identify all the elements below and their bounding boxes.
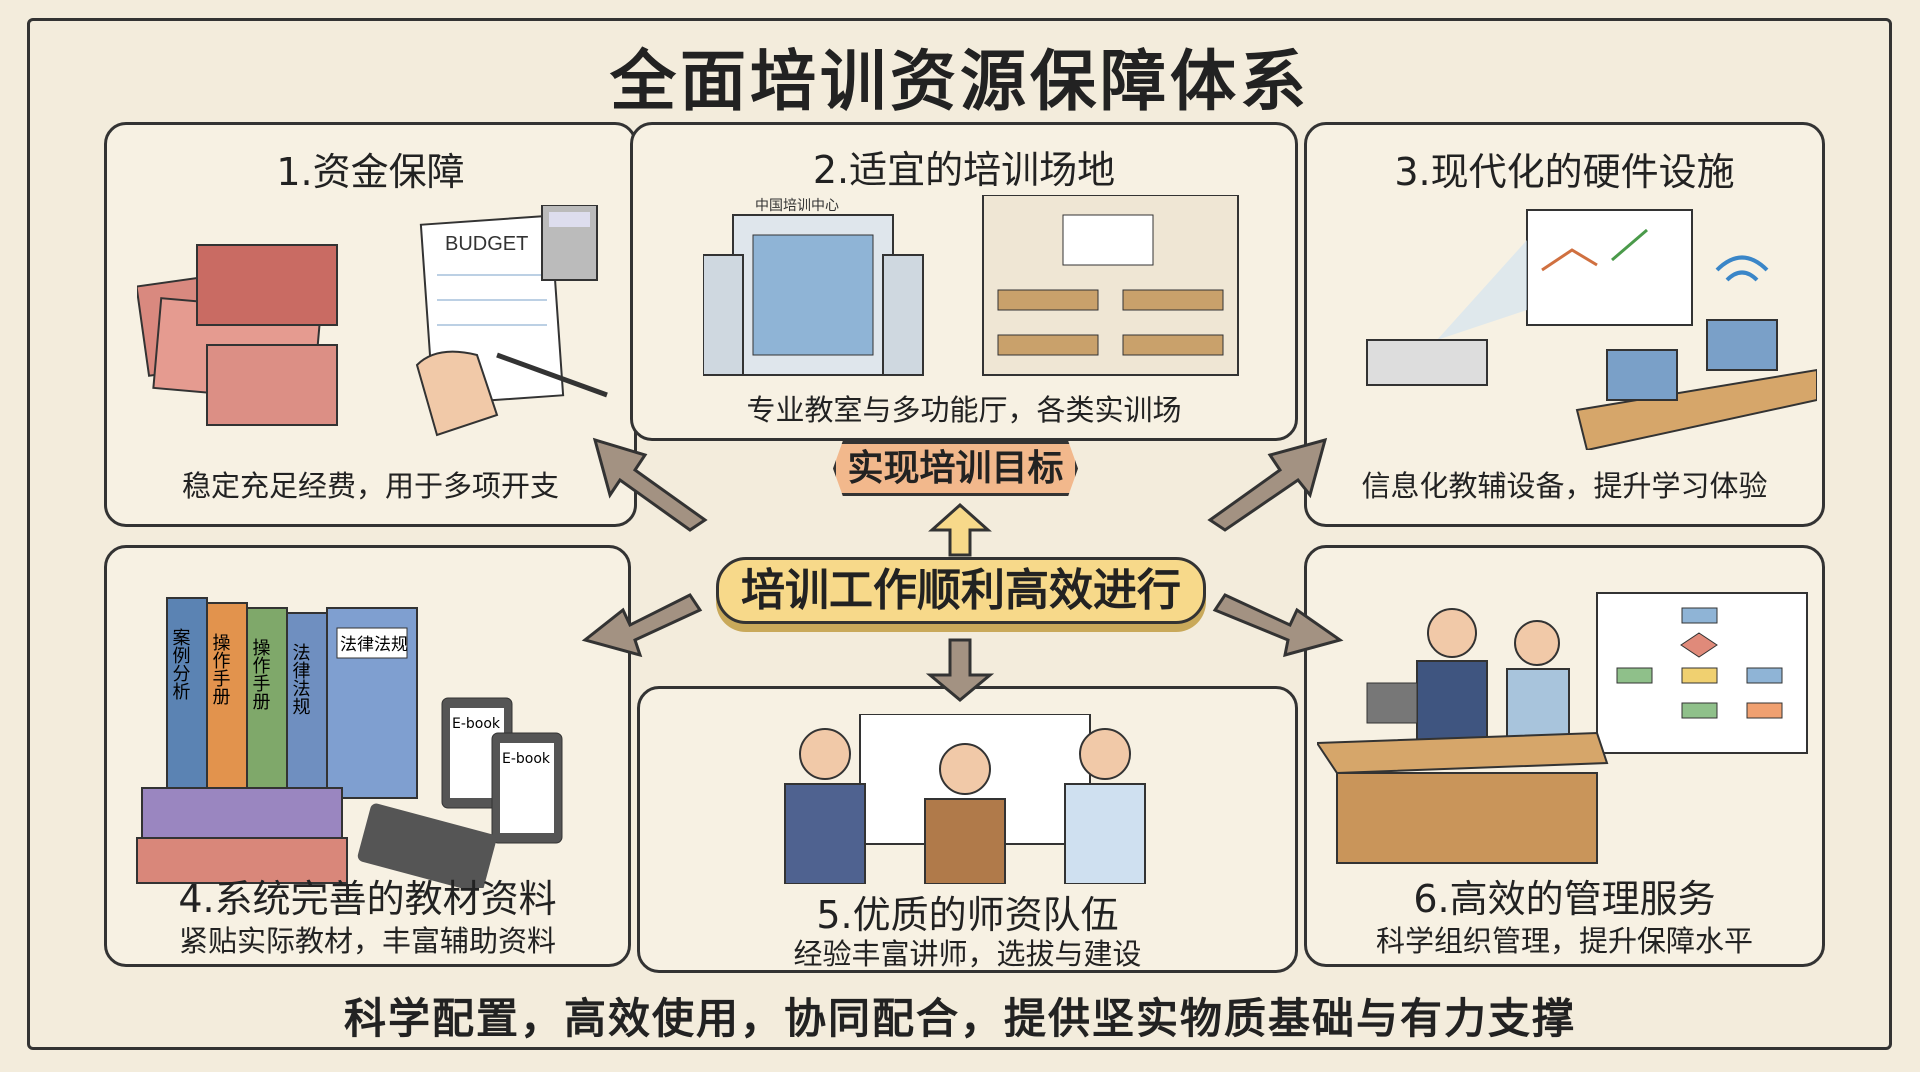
arrow-to-hardware	[1207, 437, 1328, 532]
panel-management: 6.高效的管理服务 科学组织管理，提升保障水平	[1304, 545, 1825, 967]
svg-text:法律法规: 法律法规	[290, 643, 311, 715]
projection-screen-icon	[1526, 209, 1693, 326]
outer-frame	[27, 18, 1892, 1050]
arrow-down	[925, 638, 995, 702]
panel-desc: 信息化教辅设备，提升学习体验	[1361, 469, 1768, 503]
svg-text:操作手册: 操作手册	[210, 633, 231, 705]
panel-desc: 科学组织管理，提升保障水平	[1375, 924, 1753, 958]
desk	[1575, 368, 1817, 450]
classroom-icon	[982, 195, 1239, 376]
arrow-to-materials	[581, 593, 703, 658]
teacher-icon	[784, 728, 866, 884]
arrow-to-funding	[592, 437, 708, 532]
pen-icon	[496, 352, 608, 398]
laptop-icon	[1606, 349, 1678, 401]
svg-text:中国培训中心: 中国培训中心	[755, 198, 839, 214]
laptop-icon	[1706, 319, 1778, 371]
staff-icon	[1416, 608, 1488, 742]
ebook-reader-icon	[357, 803, 497, 888]
projector-icon	[1366, 339, 1488, 386]
panel-title: 2.适宜的培训场地	[812, 148, 1116, 192]
books-illustration: 案例分析 操作手册 操作手册 法律法规 法律法规 E-book E-book	[136, 597, 563, 888]
svg-text:E-book: E-book	[502, 751, 551, 767]
svg-text:BUDGET: BUDGET	[445, 233, 528, 255]
book-icon	[286, 612, 328, 799]
monitor-icon	[1366, 682, 1418, 724]
panel-title: 4.系统完善的教材资料	[178, 877, 557, 921]
panel-desc: 稳定充足经费，用于多项开支	[181, 469, 559, 503]
panel-desc: 专业教室与多功能厅，各类实训场	[746, 393, 1182, 427]
footer-summary: 科学配置，高效使用，协同配合，提供坚实物质基础与有力支撑	[343, 994, 1576, 1043]
arrow-to-management	[1212, 593, 1344, 658]
panel-teachers: 5.优质的师资队伍 经验丰富讲师，选拔与建设	[637, 686, 1298, 973]
goal-label: 实现培训目标	[833, 441, 1078, 496]
wifi-icon	[1715, 255, 1769, 282]
panel-title: 5.优质的师资队伍	[816, 893, 1119, 937]
book-icon	[141, 787, 343, 839]
panel-title: 6.高效的管理服务	[1413, 877, 1716, 921]
center-hub: 培训工作顺利高效进行	[716, 557, 1206, 624]
flowchart-board-icon	[1596, 592, 1808, 754]
desk	[1317, 731, 1609, 775]
panel-venue: 2.适宜的培训场地 中国培训中心 专业教室与多功能厅，各类实训场	[630, 122, 1298, 441]
panel-materials: 案例分析 操作手册 操作手册 法律法规 法律法规 E-book E-book 4…	[104, 545, 631, 967]
building-classroom-illustration: 中国培训中心	[703, 195, 1239, 376]
money-budget-illustration: BUDGET	[137, 205, 608, 437]
page-title: 全面培训资源保障体系	[610, 43, 1310, 120]
panel-desc: 紧贴实际教材，丰富辅助资料	[178, 924, 556, 958]
cash-stack-icon	[137, 244, 338, 426]
management-illustration	[1317, 592, 1808, 864]
svg-text:E-book: E-book	[452, 716, 501, 732]
book-icon	[136, 837, 348, 884]
calculator-icon	[541, 205, 598, 281]
staff-icon	[1506, 620, 1570, 742]
teacher-icon	[1064, 728, 1146, 884]
hand-icon	[415, 350, 499, 437]
panel-desc: 经验丰富讲师，选拔与建设	[793, 937, 1142, 971]
teacher-icon	[924, 743, 1006, 884]
hardware-illustration	[1366, 209, 1817, 450]
projector-beam	[1437, 240, 1527, 340]
panel-title: 3.现代化的硬件设施	[1394, 150, 1735, 194]
book-icon	[246, 607, 288, 799]
panel-title: 1.资金保障	[276, 150, 465, 194]
panel-hardware: 3.现代化的硬件设施 信息化教辅设备，提升学习体验	[1304, 122, 1825, 527]
svg-text:法律法规: 法律法规	[340, 635, 408, 655]
arrow-up-to-goal	[928, 502, 992, 557]
book-icon	[166, 597, 208, 799]
building-icon: 中国培训中心	[703, 198, 924, 376]
svg-text:操作手册: 操作手册	[250, 638, 271, 710]
panel-funding: 1.资金保障 BUDGET 稳定充足经费，用于多项开支	[104, 122, 637, 527]
teachers-illustration	[784, 714, 1146, 884]
svg-text:案例分析: 案例分析	[170, 628, 191, 700]
